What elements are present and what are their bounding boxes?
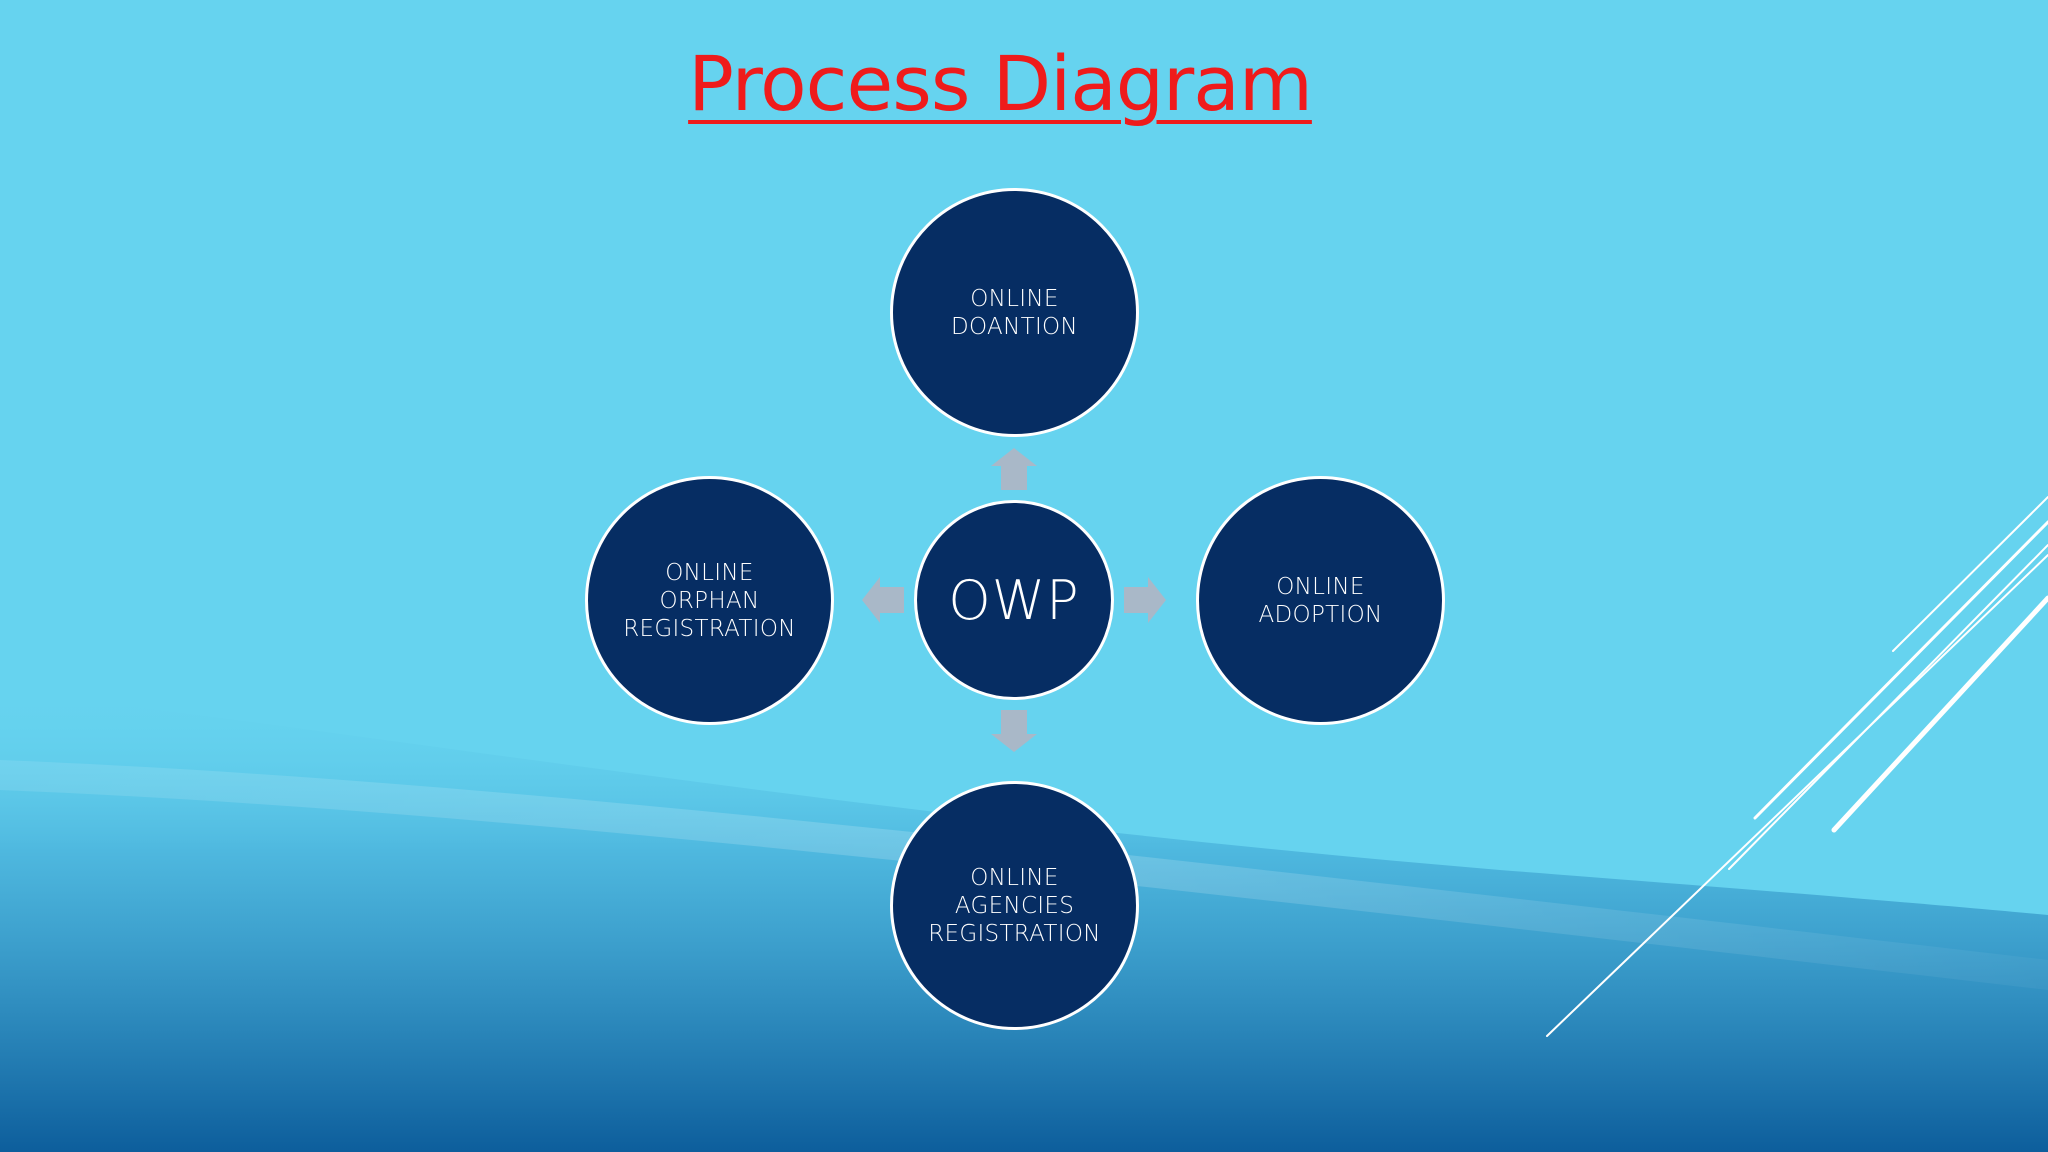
node-label-line: REGISTRATION [928,920,1101,947]
background-sheen [0,760,2048,990]
node-label-line: ONLINE [665,559,754,586]
node-label-line: AGENCIES [954,892,1075,919]
hub-label: OWP [948,568,1080,632]
node-online-donation: ONLINE DOANTION [890,188,1139,437]
arrow-to-online-donation [991,448,1037,490]
node-label-line: DOANTION [951,313,1078,340]
hub-circle-owp: OWP [914,500,1114,700]
node-label-line: ADOPTION [1258,601,1383,628]
arrow-to-online-adoption [1124,577,1166,623]
decor-line-2 [1753,520,2048,820]
slide-title: Process Diagram [688,39,1313,128]
node-label-line: ONLINE [970,285,1059,312]
decor-line-4 [1831,595,2048,833]
node-label-line: REGISTRATION [623,615,796,642]
node-online-orphan-registration: ONLINE ORPHAN REGISTRATION [585,476,834,725]
arrow-to-online-agencies-registration [991,710,1037,752]
node-label-line: ORPHAN [659,587,760,614]
node-online-agencies-registration: ONLINE AGENCIES REGISTRATION [890,781,1139,1030]
arrow-to-online-orphan-registration [862,577,904,623]
node-label-line: ONLINE [1276,573,1365,600]
decorative-lines [1546,496,2048,1037]
node-online-adoption: ONLINE ADOPTION [1196,476,1445,725]
decor-line-1 [1892,496,2048,652]
decor-line-5 [1546,554,2048,1037]
node-label-line: ONLINE [970,864,1059,891]
connector-arrows [862,448,1166,752]
